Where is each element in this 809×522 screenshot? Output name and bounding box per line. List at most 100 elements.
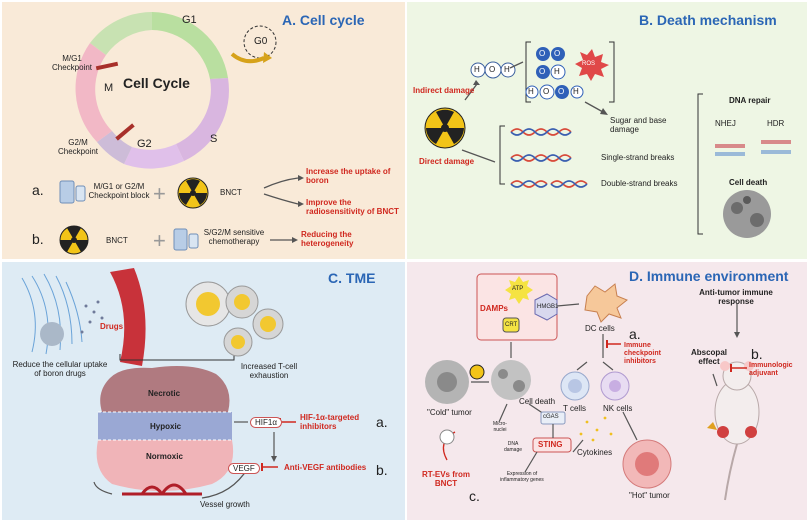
chemo-vial-icon	[173, 228, 188, 251]
rt-evs-label: RT-EVs from BNCT	[421, 470, 470, 489]
cell-cycle-graphics: + +	[59, 12, 304, 255]
sting-label: STING	[538, 440, 563, 449]
s-arc	[176, 78, 229, 161]
panel-cell-cycle: + + A. Cell cycle Cell Cycle G1 G0 M G2 …	[2, 2, 405, 259]
necrotic-layer	[100, 366, 230, 412]
cytokines-label: Cytokines	[577, 448, 613, 457]
ros-label: ROS	[582, 61, 596, 67]
immune-label-b: b.	[751, 346, 763, 362]
panel-immune-environment: D. Immune environment DAMPs ATP HMGB1 CR…	[407, 262, 807, 520]
cytokine-dots	[579, 416, 613, 442]
normoxic-layer	[96, 440, 234, 491]
arrow-a2	[263, 193, 299, 205]
mg1-checkpoint-bar	[95, 61, 119, 71]
g0-label: G0	[254, 36, 268, 47]
row-b-label: b.	[32, 231, 44, 247]
chemo-pill-icon	[188, 233, 199, 249]
atp-label: ATP	[512, 286, 524, 292]
g1-label: G1	[182, 14, 197, 26]
cell-death-label: Cell death	[729, 178, 768, 187]
tme-label-a: a.	[376, 414, 388, 430]
bracket-right	[609, 41, 615, 103]
hif-inhibitors-label: HIF-1α-targeted inhibitors	[300, 413, 360, 432]
nk-cells-label: NK cells	[603, 404, 633, 413]
s-arc-lower	[124, 144, 184, 169]
tcell-exhaustion-label: Increased T-cell exhaustion	[240, 362, 298, 381]
g1-arc	[152, 12, 228, 79]
row-a-bnct-label: BNCT	[220, 188, 242, 197]
vessel-network	[122, 483, 202, 496]
ssb-label: Single-strand breaks	[601, 153, 675, 162]
checkpoint-inhibitors-label: Immune checkpoint inhibitors	[624, 342, 661, 366]
cold-tumor-label: "Cold" tumor	[427, 408, 472, 417]
normoxic-label: Normoxic	[146, 452, 183, 461]
tumor-cell-cluster	[40, 322, 64, 346]
drug-dots	[80, 300, 104, 334]
reduce-uptake-label: Reduce the cellular uptake of boron drug…	[12, 360, 108, 379]
t-cells-label: T cells	[563, 404, 586, 413]
plus-sign-b: +	[153, 228, 166, 253]
dc-cells-label: DC cells	[585, 324, 615, 333]
panel-tme: C. TME Drugs Reduce the cellular uptake …	[2, 262, 405, 520]
dna-single-strand	[510, 154, 572, 162]
hmgb1-shape	[534, 293, 558, 321]
immune-label-a: a.	[629, 326, 641, 342]
g2m-checkpoint-bar	[115, 123, 135, 141]
atom-o-label: O	[489, 65, 496, 74]
atp-burst	[505, 276, 533, 304]
dna-damage-label: DNA damage	[503, 441, 523, 453]
inflammatory-genes-label: Expression of inflammatory genes	[500, 471, 544, 483]
dna-double-strand	[510, 180, 588, 188]
cell-death-d-label: Cell death	[519, 397, 556, 406]
m-label: M	[104, 82, 114, 94]
cycle-center-label: Cell Cycle	[123, 75, 190, 91]
anti-tumor-label: Anti-tumor immune response	[699, 288, 773, 307]
hypoxic-label: Hypoxic	[150, 422, 182, 431]
dying-cell	[491, 360, 531, 400]
tme-graphics	[21, 268, 296, 499]
hmgb1-label: HMGB1	[537, 304, 559, 310]
radiation-icon-d	[469, 364, 485, 380]
tme-label-b: b.	[376, 462, 388, 478]
panel-death-mechanism: B. Death mechanism H O H O O O H H O O H…	[407, 2, 807, 259]
hdr-label: HDR	[767, 119, 785, 128]
dna-sugar-damage	[510, 128, 572, 136]
immune-graphics	[425, 273, 760, 501]
drug-vial-icon	[59, 180, 75, 204]
dna-repair-label: DNA repair	[729, 96, 771, 105]
panel-d-title: D. Immune environment	[629, 268, 789, 284]
row-a-outcome-radiosensitivity: Improve the radiosensitivity of BNCT	[306, 198, 399, 217]
row-a-drug-label: M/G1 or G2/M Checkpoint block	[88, 182, 150, 201]
ros-burst	[575, 49, 609, 81]
sting-box	[532, 437, 572, 453]
anti-vegf-label: Anti-VEGF antibodies	[284, 463, 367, 472]
dc-cell	[584, 283, 628, 323]
vessel-growth-label: Vessel growth	[200, 500, 250, 509]
drugs-label: Drugs	[100, 322, 124, 331]
adjuvant-label: Immunologic adjuvant	[749, 362, 793, 378]
mouse-tumor-left	[717, 426, 729, 438]
g0-arrow	[230, 52, 265, 64]
hot-tumor-label: "Hot" tumor	[629, 491, 670, 500]
immune-label-c: c.	[469, 488, 480, 504]
direct-damage-label: Direct damage	[419, 157, 475, 166]
damps-label: DAMPs	[480, 304, 509, 313]
panel-a-title: A. Cell cycle	[282, 12, 365, 28]
atom-h2	[500, 62, 516, 78]
atom-h-label: H	[474, 65, 480, 74]
death-mechanism-graphics	[424, 41, 791, 238]
row-a-label: a.	[32, 182, 44, 198]
sugar-damage-label: Sugar and base damage	[610, 116, 667, 135]
g2-arc	[97, 131, 132, 164]
indirect-damage-label: Indirect damage	[413, 86, 475, 95]
panel-b-title: B. Death mechanism	[639, 12, 777, 28]
hypoxic-layer	[98, 412, 232, 440]
atom-h-label-2: H	[504, 65, 510, 74]
crt-label: CRT	[505, 322, 518, 328]
m-arc	[75, 43, 112, 142]
g1-arc-top	[90, 12, 152, 55]
crt-box	[502, 317, 520, 333]
panel-c-title: C. TME	[328, 270, 376, 286]
